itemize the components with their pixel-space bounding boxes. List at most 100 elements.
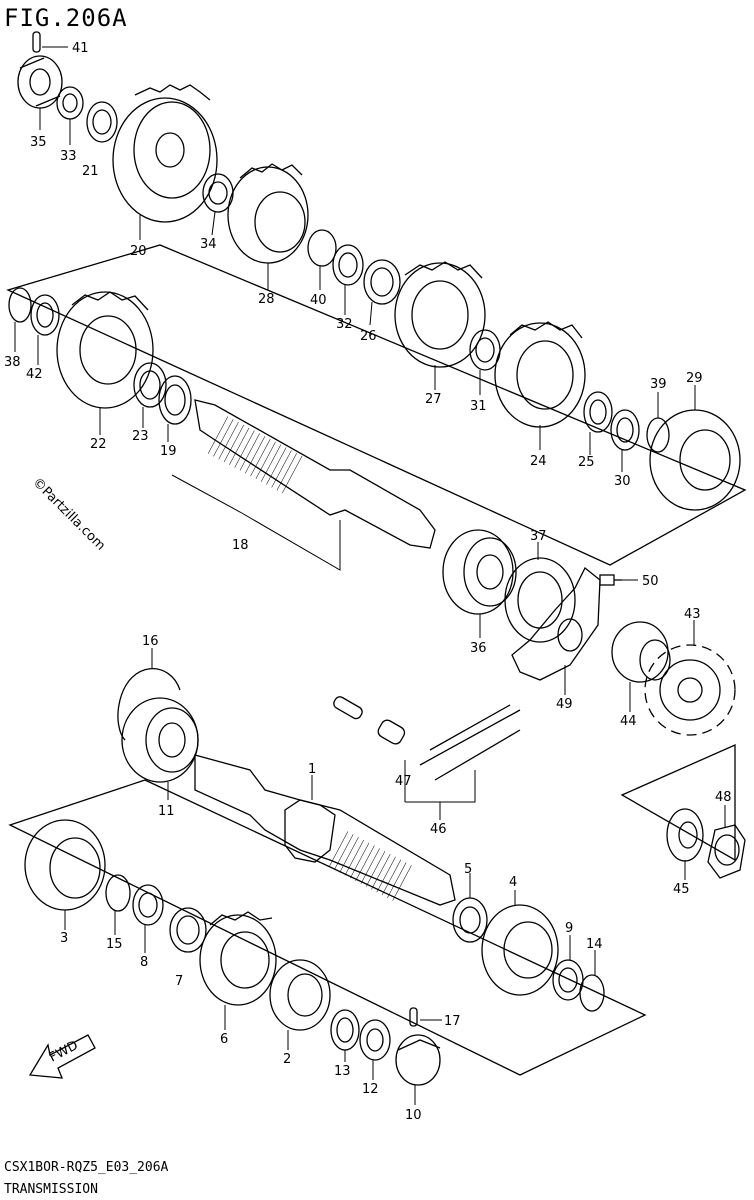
gear-part-20 [112,84,218,223]
callout-11: 11 [158,804,175,819]
circlip-part-38 [8,287,32,323]
chain-link-part-47 [333,696,406,745]
countershaft-group-frame [6,244,747,566]
washer-part-9 [552,959,584,1001]
fwd-arrow-icon [28,1034,96,1079]
callout-22: 22 [90,437,107,452]
gear-part-2 [269,959,331,1031]
callout-20: 20 [130,244,147,259]
washer-part-33 [56,86,84,120]
circlip-part-39 [646,417,670,453]
callout-10: 10 [405,1108,422,1123]
snapring-part-16 [117,667,181,741]
shaft-part-18 [194,399,436,549]
bushing-part-7 [169,907,207,953]
callout-33: 33 [60,149,77,164]
callout-14: 14 [586,937,603,952]
callout-28: 28 [258,292,275,307]
diagram-code: CSX1BOR-RQZ5_E03_206A [4,1160,169,1175]
callout-47: 47 [395,774,412,789]
callout-48: 48 [715,790,732,805]
chain-part-46 [419,704,521,781]
bearing-part-11 [121,697,199,783]
callout-labels: 41 35 33 21 20 34 28 40 32 26 27 31 24 2… [4,41,732,1123]
callout-43: 43 [684,607,701,622]
callout-38: 38 [4,355,21,370]
bushing-part-25 [583,391,613,433]
callout-23: 23 [132,429,149,444]
callout-16: 16 [142,634,159,649]
callout-1: 1 [308,762,316,777]
washer-part-45 [666,808,704,862]
bushing-part-23 [133,362,167,408]
fwd-label: FWD [47,1038,81,1065]
callout-36: 36 [470,641,487,656]
gear-part-22 [56,291,154,409]
callout-21: 21 [82,164,99,179]
callout-41: 41 [72,41,89,56]
collar-part-35 [17,55,63,109]
callout-5: 5 [464,862,472,877]
bearing-part-36 [442,529,517,615]
callout-31: 31 [470,399,487,414]
bushing-part-5 [452,897,488,943]
callout-18: 18 [232,538,249,553]
callout-34: 34 [200,237,217,252]
callout-44: 44 [620,714,637,729]
collar-part-10 [395,1034,441,1086]
callout-25: 25 [578,455,595,470]
callout-32: 32 [336,317,353,332]
gear-part-27 [394,261,486,368]
circlip-part-15 [105,874,131,912]
callout-8: 8 [140,955,148,970]
washer-part-19 [158,375,192,425]
callout-19: 19 [160,444,177,459]
washer-part-8 [132,884,164,926]
callout-15: 15 [106,937,123,952]
gear-part-6 [199,911,277,1006]
bushing-part-26 [363,259,401,305]
circlip-part-40 [307,229,337,267]
callout-3: 3 [60,931,68,946]
figure-title: FIG.206A [4,4,128,32]
callout-45: 45 [673,882,690,897]
washer-part-12 [359,1019,391,1061]
gear-part-4 [481,904,559,996]
shaft-part-1 [194,754,456,906]
gear-part-29 [649,409,741,511]
callout-26: 26 [360,329,377,344]
callout-46: 46 [430,822,447,837]
washer-part-32 [332,244,364,286]
diagram-name: TRANSMISSION [4,1182,98,1197]
plate-part-49 [511,566,601,681]
callout-4: 4 [509,875,517,890]
circlip-part-14 [579,974,605,1012]
callout-29: 29 [686,371,703,386]
sprocket-group-frame [620,744,736,862]
callout-40: 40 [310,293,327,308]
sprocket-part-43 [644,644,736,736]
gear-part-24 [494,321,586,428]
washer-part-13 [330,1009,360,1051]
bearing-part-21 [86,101,118,143]
callout-7: 7 [175,974,183,989]
callout-42: 42 [26,367,43,382]
callout-24: 24 [530,454,547,469]
gear-part-28 [227,163,309,264]
callout-35: 35 [30,135,47,150]
mainshaft-group-frame [8,779,647,1076]
callout-9: 9 [565,921,573,936]
callout-30: 30 [614,474,631,489]
callout-37: 37 [530,529,547,544]
callout-6: 6 [220,1032,228,1047]
pin-part-17 [409,1007,418,1027]
callout-2: 2 [283,1052,291,1067]
pin-part-41 [32,31,41,53]
washer-part-30 [610,409,640,451]
callout-27: 27 [425,392,442,407]
callout-39: 39 [650,377,667,392]
callout-49: 49 [556,697,573,712]
nut-part-48 [707,824,746,879]
spacer-part-44 [611,621,671,683]
